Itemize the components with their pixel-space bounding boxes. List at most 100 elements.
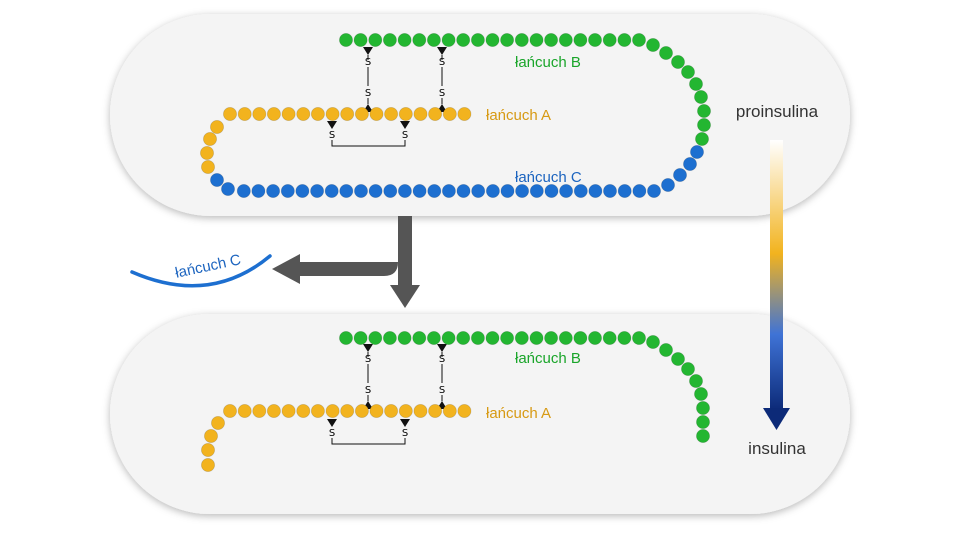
chain-a-residue bbox=[457, 107, 472, 122]
chain-c-residue bbox=[368, 183, 383, 198]
chain-b-residue bbox=[514, 33, 529, 48]
chain-b-residue bbox=[456, 330, 471, 345]
chain-b-residue bbox=[588, 33, 603, 48]
chain-a-residue bbox=[442, 403, 457, 418]
chain-c-residue bbox=[661, 177, 676, 192]
chain-a-residue bbox=[369, 107, 384, 122]
chain-c-residue bbox=[485, 183, 500, 198]
chain-b-residue bbox=[573, 330, 588, 345]
chain-a-residue bbox=[310, 107, 325, 122]
chain-b-residue bbox=[338, 33, 353, 48]
chain-a-residue bbox=[457, 403, 472, 418]
chain-b-residue bbox=[353, 330, 368, 345]
chain-c-residue bbox=[324, 183, 339, 198]
chain-a-residue bbox=[325, 107, 340, 122]
chain-a-residue bbox=[200, 442, 215, 457]
chain-b-residue bbox=[632, 330, 647, 345]
chain-b-residue bbox=[602, 330, 617, 345]
chain-a-residue bbox=[354, 403, 369, 418]
chain-c-label-top: łańcuch C bbox=[515, 169, 582, 186]
sulfur-label: S bbox=[329, 130, 335, 141]
chain-b-residue bbox=[696, 414, 711, 429]
chain-b-residue bbox=[696, 400, 711, 415]
chain-a-residue bbox=[325, 403, 340, 418]
chain-c-residue bbox=[397, 183, 412, 198]
chain-c-residue bbox=[456, 183, 471, 198]
chain-a-residue bbox=[442, 107, 457, 122]
sulfur-label: S bbox=[402, 130, 408, 141]
chain-b-residue bbox=[470, 330, 485, 345]
chain-b-label-bottom: łańcuch B bbox=[515, 350, 581, 367]
chain-c-residue bbox=[353, 183, 368, 198]
chain-c-residue bbox=[559, 183, 574, 198]
chain-b-residue bbox=[529, 33, 544, 48]
chain-a-residue bbox=[428, 403, 443, 418]
chain-a-residue bbox=[252, 403, 267, 418]
chain-c-residue bbox=[209, 172, 224, 187]
chain-a-residue bbox=[200, 457, 215, 472]
chain-b-residue bbox=[659, 342, 674, 357]
chain-b-residue bbox=[485, 330, 500, 345]
chain-b-residue bbox=[485, 33, 500, 48]
chain-a-residue bbox=[310, 403, 325, 418]
chain-a-residue bbox=[413, 403, 428, 418]
chain-a-residue bbox=[384, 403, 399, 418]
chain-c-residue bbox=[683, 156, 698, 171]
chain-b-residue bbox=[697, 104, 712, 119]
chain-b-residue bbox=[671, 55, 686, 70]
chain-b-residue bbox=[426, 330, 441, 345]
chain-b-residue bbox=[456, 33, 471, 48]
chain-b-residue bbox=[500, 330, 515, 345]
chain-c-residue bbox=[236, 183, 251, 198]
chain-b-residue bbox=[441, 330, 456, 345]
sulfur-label: S bbox=[439, 57, 445, 68]
chain-b-residue bbox=[617, 33, 632, 48]
sulfur-label: S bbox=[365, 354, 371, 365]
chain-c-residue bbox=[412, 183, 427, 198]
chain-a-residue bbox=[266, 403, 281, 418]
sulfur-label: S bbox=[402, 428, 408, 439]
chain-b-label-top: łańcuch B bbox=[515, 54, 581, 71]
chain-b-residue bbox=[695, 131, 710, 146]
chain-b-residue bbox=[697, 118, 712, 133]
chain-c-residue bbox=[220, 181, 235, 196]
chain-a-residue bbox=[354, 107, 369, 122]
sulfur-label: S bbox=[329, 428, 335, 439]
chain-a-residue bbox=[384, 107, 399, 122]
chain-c-residue bbox=[266, 183, 281, 198]
chain-b-residue bbox=[694, 386, 709, 401]
chain-c-residue bbox=[339, 183, 354, 198]
chain-b-residue bbox=[602, 33, 617, 48]
chain-b-residue bbox=[659, 46, 674, 61]
chain-b-residue bbox=[689, 77, 704, 92]
chain-a-residue bbox=[281, 403, 296, 418]
sulfur-label: S bbox=[439, 385, 445, 396]
chain-c-residue bbox=[632, 183, 647, 198]
insulin-label: insulina bbox=[748, 439, 806, 458]
chain-b-residue bbox=[368, 330, 383, 345]
chain-c-residue bbox=[427, 183, 442, 198]
proinsulin-label: proinsulina bbox=[736, 102, 819, 121]
chain-c-residue bbox=[573, 183, 588, 198]
chain-a-residue bbox=[209, 120, 224, 135]
chain-a-label-top: łańcuch A bbox=[486, 107, 551, 124]
chain-c-residue bbox=[588, 183, 603, 198]
chain-a-residue bbox=[281, 107, 296, 122]
chain-c-residue bbox=[544, 183, 559, 198]
chain-b-residue bbox=[617, 330, 632, 345]
chain-a-residue bbox=[369, 403, 384, 418]
cleaved-chain-c-curve bbox=[130, 254, 272, 288]
chain-b-residue bbox=[412, 33, 427, 48]
chain-a-residue bbox=[210, 415, 225, 430]
chain-b-residue bbox=[544, 330, 559, 345]
chain-c-residue bbox=[603, 183, 618, 198]
sulfur-label: S bbox=[439, 88, 445, 99]
chain-a-residue bbox=[202, 131, 217, 146]
chain-c-residue bbox=[280, 183, 295, 198]
chain-b-residue bbox=[529, 330, 544, 345]
chain-b-residue bbox=[426, 33, 441, 48]
chain-c-residue bbox=[500, 183, 515, 198]
sulfur-label: S bbox=[365, 57, 371, 68]
chain-a-residue bbox=[398, 107, 413, 122]
chain-a-residue bbox=[199, 145, 214, 160]
